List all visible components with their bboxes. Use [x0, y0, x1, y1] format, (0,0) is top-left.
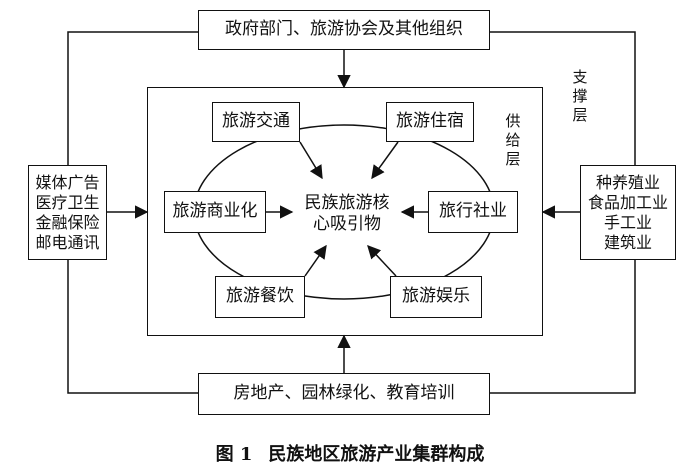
left-support-line-1: 媒体广告: [35, 172, 100, 192]
right-support-line-3: 手工业: [603, 212, 652, 232]
node-tourism-commerce-label: 旅游商业化: [172, 201, 258, 222]
node-tourism-lodging-label: 旅游住宿: [396, 111, 464, 132]
right-support-line-4: 建筑业: [603, 232, 652, 252]
supply-layer-frame: [147, 87, 543, 336]
supply-layer-label: 供给层: [505, 112, 521, 168]
node-travel-agency: 旅行社业: [428, 191, 518, 233]
left-support-line-2: 医疗卫生: [35, 192, 100, 212]
bottom-support-text: 房地产、园林绿化、教育培训: [233, 383, 455, 404]
outer-loop-top-left: [67, 31, 198, 165]
arrow-catering-to-core: [304, 244, 327, 277]
top-support-text: 政府部门、旅游协会及其他组织: [225, 19, 463, 40]
node-tourism-catering: 旅游餐饮: [215, 276, 305, 318]
core-attraction: 民族旅游核 心吸引物: [292, 193, 402, 236]
arrow-entertainment-to-core: [367, 245, 397, 277]
core-attraction-line-2: 心吸引物: [313, 214, 381, 235]
outer-loop-bottom-left: [67, 260, 198, 394]
right-support-box: 种养殖业 食品加工业 手工业 建筑业: [580, 165, 676, 260]
right-support-line-1: 种养殖业: [595, 172, 660, 192]
node-tourism-traffic: 旅游交通: [212, 102, 300, 142]
left-support-line-4: 邮电通讯: [35, 232, 100, 252]
bottom-support-box: 房地产、园林绿化、教育培训: [198, 373, 490, 415]
figure-caption: 图 1 民族地区旅游产业集群构成: [0, 440, 700, 466]
core-attraction-line-1: 民族旅游核: [304, 193, 390, 213]
left-support-box: 媒体广告 医疗卫生 金融保险 邮电通讯: [28, 165, 107, 260]
node-tourism-traffic-label: 旅游交通: [222, 111, 290, 132]
top-support-box: 政府部门、旅游协会及其他组织: [198, 10, 490, 50]
right-support-line-2: 食品加工业: [587, 192, 668, 212]
arrow-lodging-to-core: [371, 141, 399, 180]
arrow-traffic-to-core: [299, 141, 323, 180]
node-travel-agency-label: 旅行社业: [439, 201, 507, 222]
figure-number: 图 1: [215, 444, 253, 465]
node-tourism-entertainment: 旅游娱乐: [390, 276, 482, 318]
node-tourism-catering-label: 旅游餐饮: [226, 286, 294, 307]
left-support-line-3: 金融保险: [35, 212, 100, 232]
figure-title: 民族地区旅游产业集群构成: [268, 444, 485, 465]
support-layer-label: 支撑层: [572, 68, 588, 124]
node-tourism-lodging: 旅游住宿: [386, 102, 474, 142]
node-tourism-commerce: 旅游商业化: [164, 191, 266, 233]
outer-loop-top-right: [490, 31, 636, 165]
outer-loop-bottom-right: [490, 260, 636, 394]
node-tourism-entertainment-label: 旅游娱乐: [402, 286, 470, 307]
